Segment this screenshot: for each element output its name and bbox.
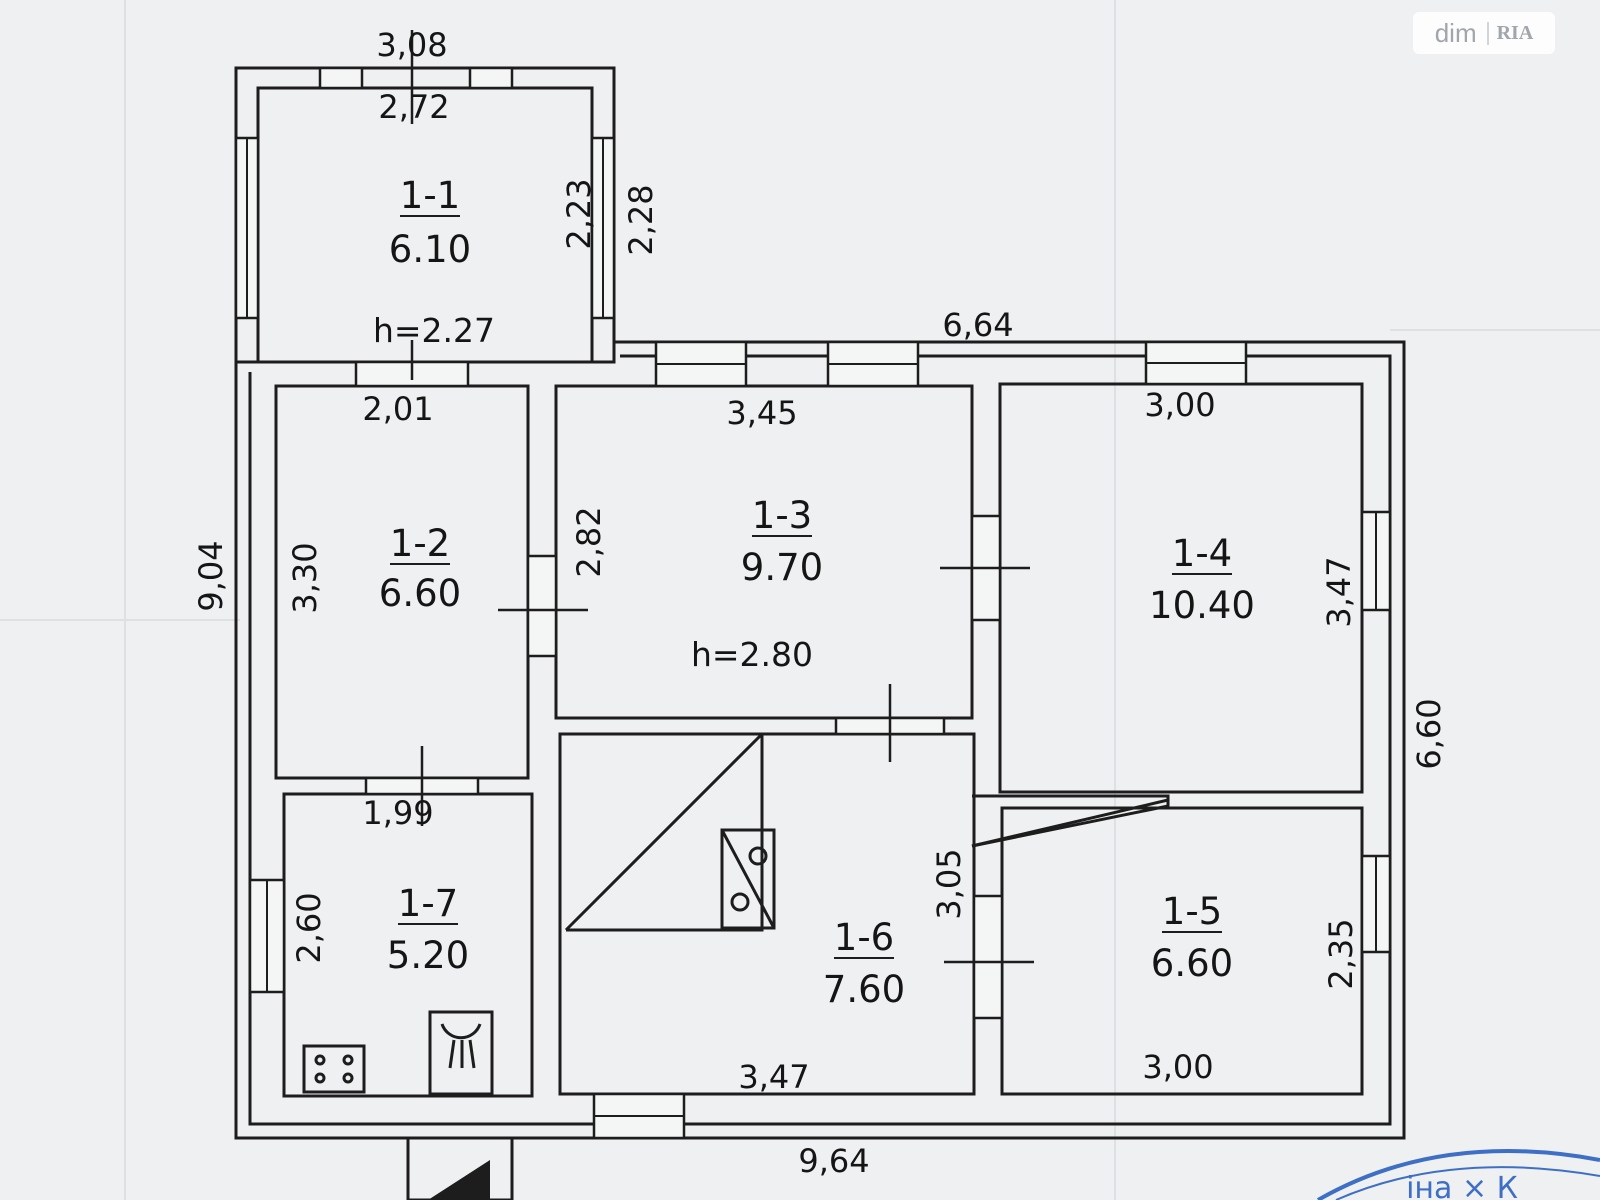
room-area: 6.10 <box>389 228 471 271</box>
dim-room-1-2-width: 2,01 <box>362 390 433 428</box>
room-1-6-label: 1-6 7.60 <box>823 916 905 1011</box>
watermark-sub: RIA <box>1486 21 1533 45</box>
dim-room-1-2-height: 3,30 <box>286 542 324 613</box>
dim-veranda-outer-width: 3,08 <box>376 26 447 64</box>
stove-box <box>720 828 776 930</box>
dim-room-1-7-width: 1,99 <box>362 794 433 832</box>
room-area: 9.70 <box>741 546 823 589</box>
room-1-2-label: 1-2 6.60 <box>379 522 461 615</box>
room-1-1-label: 1-1 6.10 <box>389 174 471 271</box>
dim-room-1-3-height: 2,82 <box>570 506 608 577</box>
dim-room-1-4-height: 3,47 <box>1320 556 1358 627</box>
room-1-7-label: 1-7 5.20 <box>387 882 469 977</box>
dim-bottom-total: 9,64 <box>798 1142 869 1180</box>
door-ticks <box>410 30 1034 964</box>
room-id: 1-6 <box>834 916 894 959</box>
room-area: 6.60 <box>379 572 461 615</box>
sink-icon <box>428 1010 494 1096</box>
dim-veranda-inner-width: 2,72 <box>378 88 449 126</box>
room-walls <box>274 382 1364 1098</box>
dimension-labels: 3,08 2,72 2,23 2,28 6,64 2,01 3,45 3,00 … <box>192 26 1448 1180</box>
dim-room-1-5-height: 2,35 <box>1322 918 1360 989</box>
room-labels: 1-1 6.10 1-2 6.60 1-3 9.70 1-4 10.40 1-5… <box>373 174 1255 1011</box>
dim-room-1-5-width: 3,00 <box>1142 1048 1213 1086</box>
room-1-5-label: 1-5 6.60 <box>1151 890 1233 985</box>
room-1-3-label: 1-3 9.70 <box>741 494 823 589</box>
room-id: 1-7 <box>398 882 458 925</box>
room-area: 6.60 <box>1151 942 1233 985</box>
cooktop-icon <box>302 1044 366 1094</box>
room-id: 1-4 <box>1172 532 1232 575</box>
dim-right-total: 6,60 <box>1410 698 1448 769</box>
dim-top-right-length: 6,64 <box>942 306 1013 344</box>
room-id: 1-2 <box>390 522 450 565</box>
dim-room-1-4-width: 3,00 <box>1144 386 1215 424</box>
dim-room-1-6-width: 3,47 <box>738 1058 809 1096</box>
ceiling-height-main: h=2.80 <box>691 635 813 674</box>
room-area: 10.40 <box>1149 584 1255 627</box>
dim-room-1-3-width: 3,45 <box>726 394 797 432</box>
ceiling-height-veranda: h=2.27 <box>373 311 495 350</box>
dim-veranda-inner-height: 2,23 <box>560 178 598 249</box>
stamp: іна × К <box>1317 1149 1600 1200</box>
dim-left-total: 9,04 <box>192 540 230 611</box>
interior-details <box>302 732 1170 1200</box>
room-id: 1-1 <box>400 174 460 217</box>
room-id: 1-3 <box>752 494 812 537</box>
dim-room-1-6-height: 3,05 <box>930 848 968 919</box>
room-area: 5.20 <box>387 934 469 977</box>
watermark-brand: dim <box>1434 17 1477 48</box>
dim-room-1-7-height: 2,60 <box>290 892 328 963</box>
room-area: 7.60 <box>823 968 905 1011</box>
room-1-4-label: 1-4 10.40 <box>1149 532 1255 627</box>
watermark-logo: dim RIA <box>1413 12 1555 54</box>
stamp-text: іна × К <box>1406 1171 1518 1200</box>
windows <box>234 66 1392 1140</box>
dim-veranda-outer-height: 2,28 <box>622 184 660 255</box>
room-id: 1-5 <box>1162 890 1222 933</box>
